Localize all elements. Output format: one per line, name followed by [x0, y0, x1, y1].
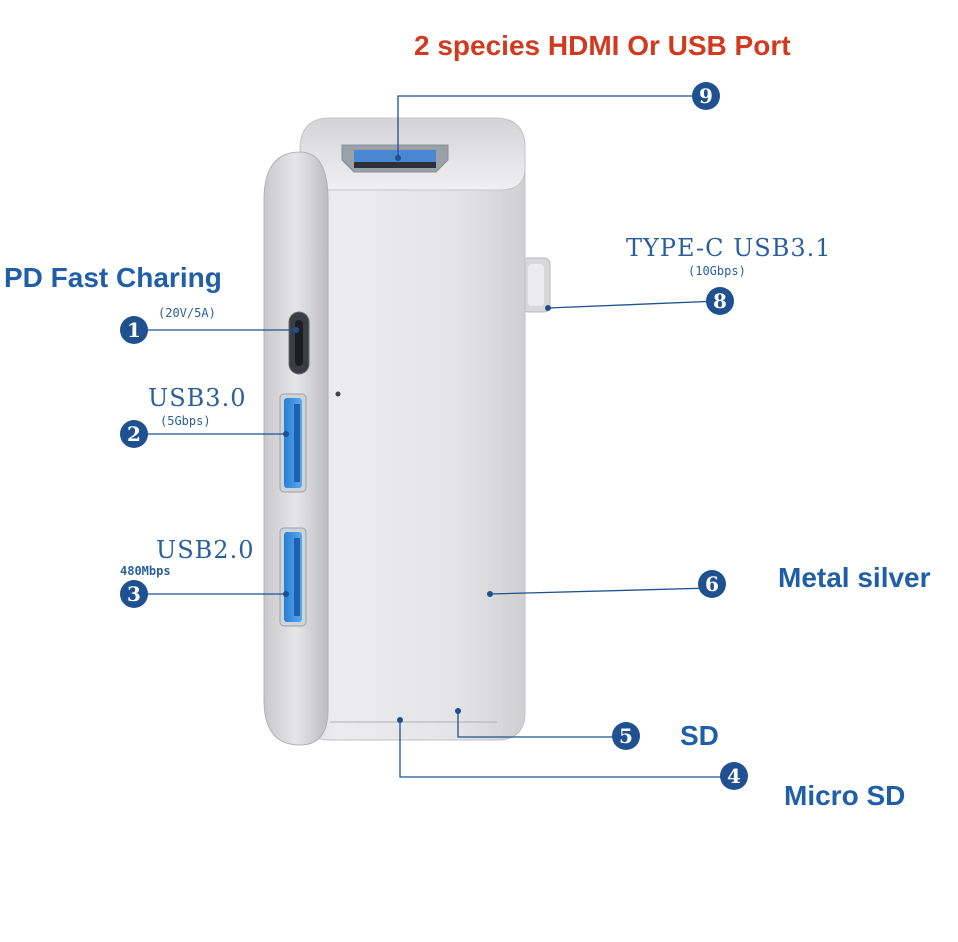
badge-8: 8 — [706, 287, 734, 315]
svg-text:8: 8 — [713, 289, 727, 313]
svg-text:4: 4 — [727, 764, 741, 788]
label-sd: SD — [680, 720, 719, 751]
title-hdmi-usb-port: 2 species HDMI Or USB Port — [414, 30, 791, 61]
badge-2: 2 — [120, 420, 148, 448]
type-c-plug — [521, 257, 551, 313]
label-usb20: USB2.0 — [156, 536, 255, 564]
svg-text:9: 9 — [699, 84, 713, 108]
label-micro-sd: Micro SD — [784, 780, 906, 811]
label-usb30: USB3.0 — [148, 384, 247, 412]
label-pd-fast-charing: PD Fast Charing — [4, 262, 222, 293]
svg-text:6: 6 — [705, 572, 719, 596]
usb-a-port-icon — [279, 393, 307, 493]
svg-text:2: 2 — [127, 422, 141, 446]
sublabel-type-c-speed: (10Gbps) — [688, 264, 746, 278]
leader-lines — [134, 95, 734, 778]
label-metal-silver: Metal silver — [778, 562, 931, 593]
svg-text:1: 1 — [127, 318, 141, 342]
leader-dots — [283, 155, 551, 723]
hdmi-port-icon — [341, 144, 449, 173]
badge-5: 5 — [612, 722, 640, 750]
sublabel-usb30-speed: (5Gbps) — [160, 414, 211, 428]
sublabel-pd-power: (20V/5A) — [158, 306, 216, 320]
svg-text:5: 5 — [619, 724, 633, 748]
usb-c-hub-device — [263, 117, 526, 746]
badge-4: 4 — [720, 762, 748, 790]
badge-1: 1 — [120, 316, 148, 344]
sublabel-usb20-speed: 480Mbps — [120, 564, 171, 578]
svg-text:3: 3 — [127, 582, 141, 606]
usb-a-port-icon — [279, 527, 307, 627]
badge-6: 6 — [698, 570, 726, 598]
badge-3: 3 — [120, 580, 148, 608]
label-type-c-usb31: TYPE-C USB3.1 — [626, 234, 832, 262]
usb-c-port-icon — [288, 311, 310, 375]
badge-9: 9 — [692, 82, 720, 110]
